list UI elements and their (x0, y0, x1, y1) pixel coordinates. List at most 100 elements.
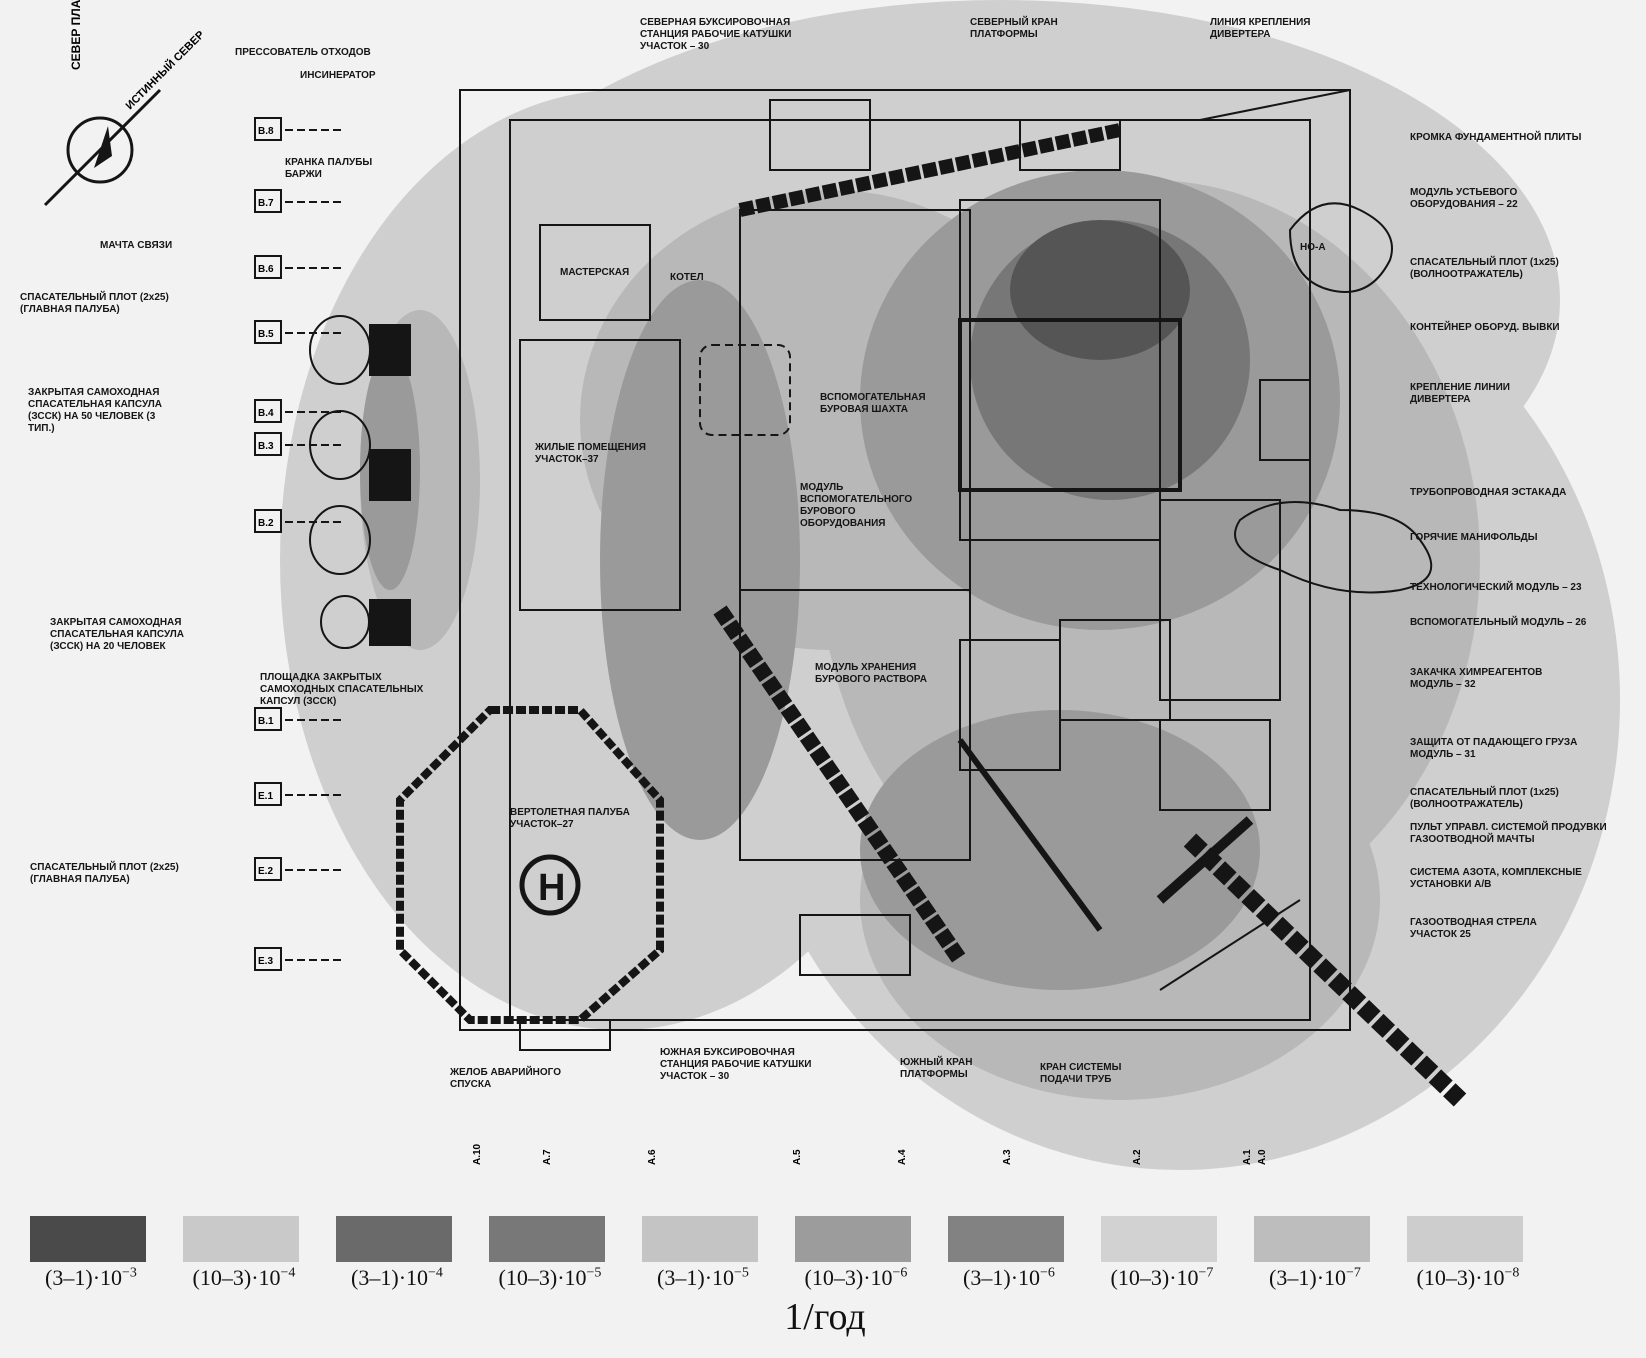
zone-very-high (1010, 220, 1190, 360)
legend-swatch (489, 1216, 605, 1262)
diag-ne (1199, 89, 1351, 121)
davit-2 (369, 449, 411, 501)
grid-ref-label: B.8 (258, 126, 274, 137)
legend-swatch (30, 1216, 146, 1262)
grid-ref-label: B.6 (258, 264, 274, 275)
flare-boom-base (1156, 816, 1254, 904)
bottom-ref-label: A.3 (1002, 1149, 1013, 1165)
aux-drill-deck (699, 344, 791, 436)
compass-arrow-icon (94, 126, 112, 168)
legend-swatch (1101, 1216, 1217, 1262)
lifeboat-3 (309, 505, 371, 575)
legend-swatch (1407, 1216, 1523, 1262)
grid-ref-box (254, 399, 282, 423)
legend-item: (3–1)·10−7 (1244, 1210, 1370, 1300)
grid-ref-box (254, 782, 282, 806)
bottom-ref-label: A.7 (542, 1149, 553, 1165)
chemical-module (959, 639, 1061, 771)
label-tieback-container: КОНТЕЙНЕР ОБОРУД. ВЫВКИ (1410, 320, 1560, 333)
legend-range: (3–1)·10 (45, 1265, 123, 1290)
grid-ref-10: E.3 (254, 947, 345, 971)
grid-ref-1: B.7 (254, 189, 345, 213)
grid-ref-4: B.4 (254, 399, 345, 423)
grid-ref-box (254, 255, 282, 279)
legend-label: (10–3)·10−6 (781, 1265, 931, 1291)
label-liferaft-main-1: СПАСАТЕЛЬНЫЙ ПЛОТ (2x25)(ГЛАВНАЯ ПАЛУБА) (20, 290, 169, 315)
grid-ref-box (254, 320, 282, 344)
label-hot-manifold: ГОРЯЧИЕ МАНИФОЛЬДЫ (1410, 532, 1538, 543)
legend-range: (3–1)·10 (351, 1265, 429, 1290)
legend-item: (3–1)·10−6 (938, 1210, 1064, 1300)
grid-ref-label: B.7 (258, 198, 274, 209)
legend-range: (10–3)·10 (804, 1265, 893, 1290)
risk-legend: (3–1)·10−3(10–3)·10−4(3–1)·10−4(10–3)·10… (20, 1210, 1630, 1300)
label-workshop: МАСТЕРСКАЯ (560, 267, 629, 278)
dropped-load-module (1159, 719, 1271, 811)
legend-label: (10–3)·10−8 (1393, 1265, 1543, 1291)
bottom-ref-label: A.4 (897, 1149, 908, 1165)
legend-item: (10–3)·10−4 (173, 1210, 299, 1300)
legend-range: (10–3)·10 (1416, 1265, 1505, 1290)
grid-ref-label: B.1 (258, 716, 274, 727)
label-liferaft-main-2: СПАСАТЕЛЬНЫЙ ПЛОТ (2x25)(ГЛАВНАЯ ПАЛУБА) (30, 860, 179, 885)
legend-swatch (642, 1216, 758, 1262)
bottom-ref-label: A.10 (472, 1143, 483, 1165)
diag-se (1159, 899, 1301, 991)
foundation-plate (459, 89, 1351, 1031)
grid-ref-0: B.8 (254, 117, 345, 141)
mud-module (739, 589, 971, 861)
legend-range: (10–3)·10 (498, 1265, 587, 1290)
label-comm-mast: МАЧТА СВЯЗИ (100, 240, 172, 251)
legend-exponent: −4 (280, 1265, 296, 1281)
grid-reference-markers: B.8B.7B.6B.5B.4B.3B.2B.1E.1E.2E.3 (254, 117, 345, 971)
ho-mark: НО-А (1300, 242, 1326, 253)
legend-exponent: −5 (734, 1265, 749, 1281)
grid-ref-box (254, 117, 282, 141)
lifeboats (309, 315, 411, 649)
label-pipe-rack: ТРУБОПРОВОДНАЯ ЭСТАКАДА (1410, 487, 1566, 498)
legend-units: 1/год (784, 1296, 866, 1338)
legend-exponent: −6 (1040, 1265, 1055, 1281)
grid-ref-7: B.1 (254, 707, 345, 731)
grid-ref-label: B.3 (258, 441, 274, 452)
legend-range: (3–1)·10 (657, 1265, 735, 1290)
north-crane-boom (738, 123, 1122, 217)
davit-1 (369, 324, 411, 376)
label-incinerator: ИНСИНЕРАТОР (300, 70, 376, 81)
grid-ref-label: B.2 (258, 518, 274, 529)
legend-swatch (336, 1216, 452, 1262)
bottom-ref-label: A.5 (792, 1149, 803, 1165)
davit-3 (369, 599, 411, 646)
legend-swatch (948, 1216, 1064, 1262)
helideck-outline (396, 706, 664, 1024)
legend-range: (10–3)·10 (1110, 1265, 1199, 1290)
bottom-ref-label: A.2 (1132, 1149, 1143, 1165)
legend-exponent: −7 (1346, 1265, 1361, 1281)
platform-linework (396, 89, 1467, 1107)
diverter-mount (1259, 379, 1311, 461)
label-foundation-edge: КРОМКА ФУНДАМЕНТНОЙ ПЛИТЫ (1410, 130, 1582, 143)
legend-label: (10–3)·10−5 (475, 1265, 625, 1291)
legend-exponent: −4 (428, 1265, 443, 1281)
legend-label: (10–3)·10−4 (169, 1265, 319, 1291)
risk-zones (280, 0, 1620, 1170)
legend-exponent: −6 (892, 1265, 908, 1281)
legend-label: (3–1)·10−5 (628, 1265, 778, 1291)
pipe-crane-boom (957, 738, 1103, 932)
